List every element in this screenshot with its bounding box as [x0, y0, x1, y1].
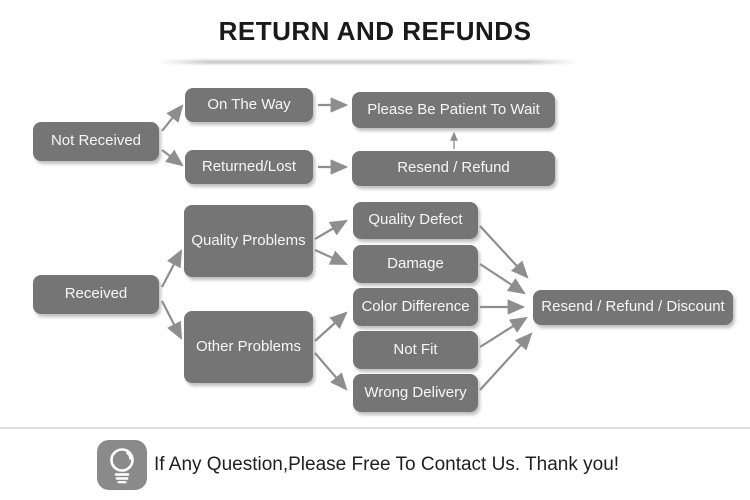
flow-node-received: Received	[33, 275, 159, 314]
arrow-not-fit-to-resend-refund-discount	[479, 316, 528, 348]
arrow-not-received-to-on-the-way	[161, 104, 184, 132]
flow-node-damage: Damage	[353, 245, 478, 283]
arrow-quality-defect-to-resend-refund-discount	[479, 225, 529, 279]
page-title: RETURN AND REFUNDS	[218, 16, 532, 46]
arrow-other-problems-to-wrong-delivery	[314, 352, 348, 391]
footer-divider	[0, 427, 750, 429]
flow-node-other-problems: Other Problems	[184, 311, 313, 383]
lightbulb-icon	[97, 440, 147, 490]
flow-node-returned-lost: Returned/Lost	[185, 150, 313, 184]
flow-node-quality-defect: Quality Defect	[353, 202, 478, 239]
arrow-other-problems-to-color-difference	[314, 311, 348, 342]
arrow-quality-problems-to-quality-defect	[314, 219, 348, 240]
flow-node-quality-problems: Quality Problems	[184, 205, 313, 277]
flow-node-resend-refund: Resend / Refund	[352, 151, 555, 186]
arrow-damage-to-resend-refund-discount	[479, 263, 526, 295]
footer-message: If Any Question,Please Free To Contact U…	[154, 454, 620, 475]
flow-node-color-difference: Color Difference	[353, 288, 478, 326]
flow-node-not-fit: Not Fit	[353, 331, 478, 369]
arrow-quality-problems-to-damage	[314, 248, 349, 266]
lightbulb-glyph	[110, 448, 134, 484]
flow-node-not-received: Not Received	[33, 122, 159, 161]
arrow-received-to-other-problems	[161, 300, 183, 340]
arrow-wrong-delivery-to-resend-refund-discount	[479, 332, 533, 391]
arrow-received-to-quality-problems	[161, 249, 183, 288]
flow-node-on-the-way: On The Way	[185, 88, 313, 122]
flow-node-wrong-delivery: Wrong Delivery	[353, 374, 478, 412]
title-underline	[158, 60, 578, 64]
arrow-not-received-to-returned-lost	[161, 149, 184, 167]
flow-node-resend-refund-discount: Resend / Refund / Discount	[533, 290, 733, 325]
flow-node-please-be-patient: Please Be Patient To Wait	[352, 92, 555, 128]
